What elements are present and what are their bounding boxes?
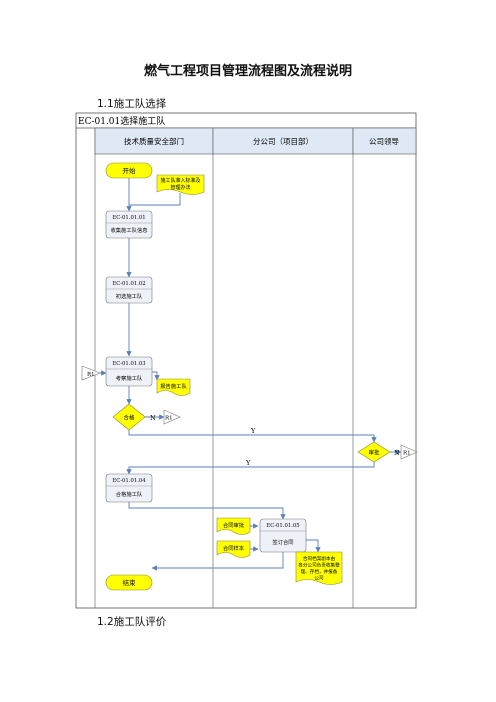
decision-1-label: 合格: [123, 414, 135, 422]
end-label: 结束: [123, 578, 137, 587]
approve-document: [216, 517, 251, 535]
step-1-code: EC-01.01.01: [112, 215, 145, 221]
archive-document: [295, 551, 343, 585]
connector-r1-right-label: R1: [403, 451, 411, 457]
report-label: 报告施工队: [160, 382, 187, 390]
connector-r1-mid-label: R1: [165, 416, 173, 422]
step-2-box: [105, 276, 153, 304]
connector-r1-left-label: R1: [87, 372, 95, 378]
edge-decision2-y: [126, 462, 375, 475]
archive-line-1: 合同档案副本由: [303, 555, 336, 562]
decision-2-label: 审批: [368, 449, 380, 457]
step-4-label: 合格施工队: [116, 490, 143, 498]
label-n-2: N: [394, 449, 400, 457]
step-5-code: EC-01.01.05: [266, 523, 299, 529]
edge-step4-step5: [128, 502, 286, 520]
connector-r1-left: [81, 365, 101, 381]
archive-line-4: 公司: [314, 576, 324, 582]
end-node: [105, 574, 153, 591]
criteria-line-2: 管理办法: [170, 184, 190, 191]
contract-text-document: [216, 540, 251, 558]
section-heading-1: 1.1施工队选择: [97, 98, 167, 110]
archive-line-3: 理、存档，并报备: [301, 568, 338, 575]
document-title: 燃气工程项目管理流程图及流程说明: [143, 64, 352, 79]
lane-label-1: 技术质量安全部门: [124, 136, 184, 146]
section-heading-2: 1.2施工队评价: [97, 616, 167, 628]
criteria-document: [156, 174, 205, 195]
label-n-1: N: [150, 414, 156, 422]
label-y-1: Y: [250, 427, 256, 435]
approve-label: 合同审批: [223, 521, 245, 529]
step-2-label: 初选施工队: [116, 292, 143, 300]
decision-2: [357, 441, 391, 463]
edge-step5-archive: [305, 539, 321, 553]
report-document: [156, 378, 191, 396]
lane-label-3: 公司领导: [369, 136, 399, 146]
diagram-frame: [75, 112, 417, 609]
step-1-box: [105, 210, 153, 239]
edge-decision1-y: [128, 430, 377, 443]
criteria-line-1: 施工队准入标准及: [160, 177, 200, 184]
step-4-code: EC-01.01.04: [112, 478, 146, 484]
lane-header-3: [352, 127, 417, 155]
edge-step3-report: [152, 371, 160, 381]
step-1-label: 收集施工队信息: [110, 226, 147, 234]
connector-r1-right: [400, 444, 418, 460]
step-5-box: [259, 518, 307, 553]
step-3-label: 考察施工队: [116, 374, 143, 382]
frame-title: EC-01.01选择施工队: [78, 115, 165, 127]
edge-criteria-step1: [129, 193, 181, 206]
step-2-code: EC-01.01.02: [112, 281, 145, 287]
start-label: 开始: [123, 166, 137, 175]
lane-label-2: 分公司（项目部）: [253, 136, 313, 146]
step-3-code: EC-01.01.03: [112, 361, 145, 367]
start-node: [105, 162, 153, 179]
label-y-2: Y: [245, 459, 251, 467]
step-4-box: [105, 473, 153, 503]
step-3-box: [105, 356, 153, 387]
contract-text-label: 合同样本: [223, 544, 245, 552]
edge-step5-end: [151, 552, 284, 571]
decision-1: [112, 403, 146, 431]
connector-r1-mid: [163, 409, 181, 425]
archive-line-2: 各分公司负责收集整: [298, 562, 340, 569]
step-5-label: 签订合同: [272, 538, 293, 546]
